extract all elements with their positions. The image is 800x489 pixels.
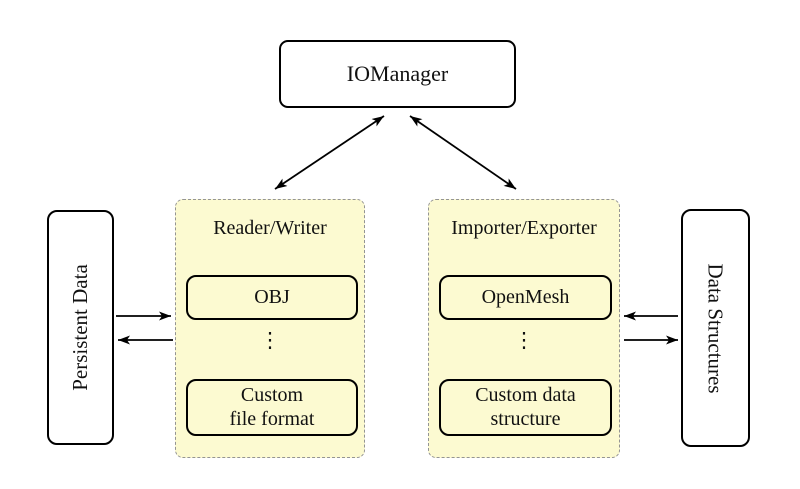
importer-exporter-title: Importer/Exporter — [451, 217, 597, 239]
vertical-ellipsis: ⋮ — [513, 328, 535, 352]
obj-node: OBJ — [186, 275, 358, 320]
vertical-ellipsis: ⋮ — [259, 328, 281, 352]
iomanager-node: IOManager — [279, 40, 516, 108]
iomanager-readerwriter-arrow — [274, 115, 385, 190]
iomanager-importerexporter-arrow — [409, 115, 517, 190]
importer-exporter-panel: Importer/Exporter OpenMesh ⋮ Custom data… — [428, 199, 620, 458]
custom-file-format-node: Custom file format — [186, 379, 358, 436]
persistent-data-label: Persistent Data — [68, 264, 92, 391]
openmesh-node: OpenMesh — [439, 275, 612, 320]
iomanager-label: IOManager — [346, 61, 449, 86]
data-structures-label: Data Structures — [704, 262, 729, 394]
data-structures-node: Data Structures — [681, 209, 750, 447]
custom-data-structure-node: Custom data structure — [439, 379, 612, 436]
reader-writer-panel: Reader/Writer OBJ ⋮ Custom file format — [175, 199, 365, 458]
reader-writer-title: Reader/Writer — [213, 217, 327, 239]
persistent-data-node: Persistent Data — [47, 210, 114, 445]
